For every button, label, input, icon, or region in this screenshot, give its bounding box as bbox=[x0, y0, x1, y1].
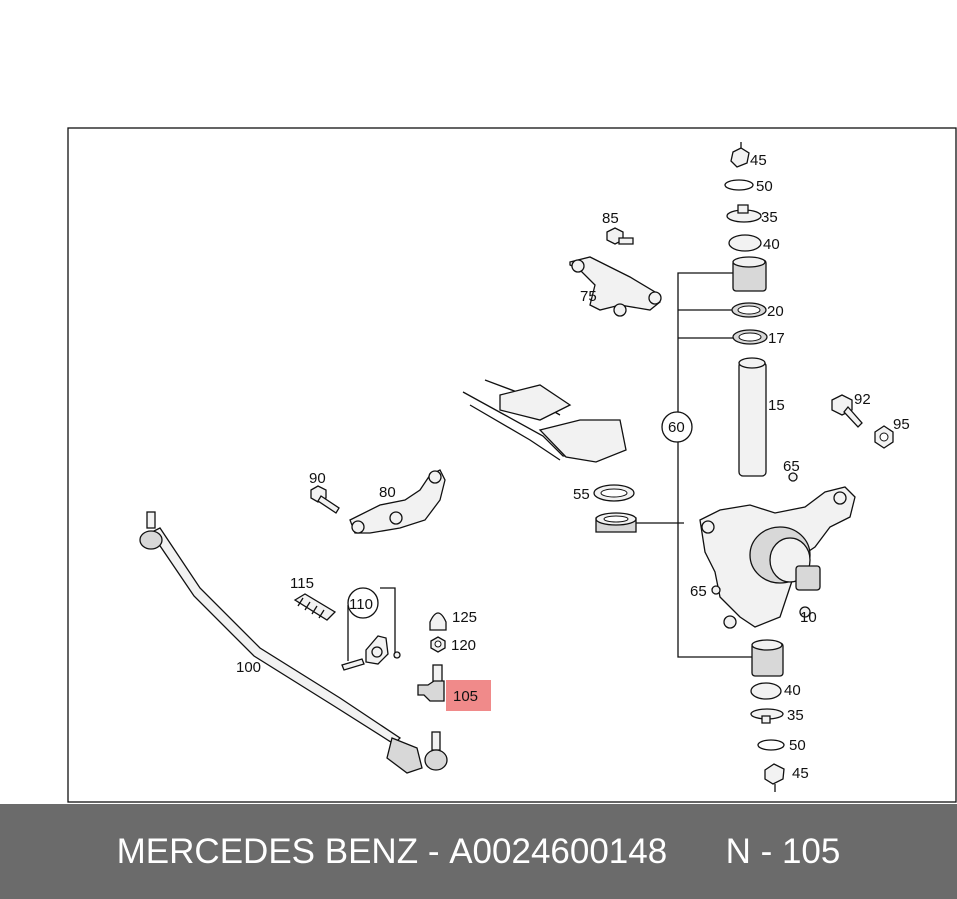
part-50-top-circlip bbox=[724, 179, 754, 191]
part-120-nut bbox=[430, 636, 446, 653]
part-100-tie-rod bbox=[139, 511, 448, 774]
part-95-nut bbox=[874, 425, 894, 449]
footer-spacer bbox=[667, 832, 725, 872]
part-85-bolt bbox=[606, 227, 634, 245]
label-50-bottom: 50 bbox=[789, 737, 806, 754]
label-15: 15 bbox=[768, 397, 785, 414]
label-17: 17 bbox=[768, 330, 785, 347]
label-85: 85 bbox=[602, 210, 619, 227]
label-65-top: 65 bbox=[783, 458, 800, 475]
part-20-thrust-ring bbox=[731, 302, 767, 318]
part-35-bottom-cap bbox=[750, 708, 784, 724]
label-115: 115 bbox=[290, 575, 314, 592]
footer-separator: - bbox=[418, 831, 450, 871]
label-40-bottom: 40 bbox=[784, 682, 801, 699]
label-55: 55 bbox=[573, 486, 590, 503]
label-75: 75 bbox=[580, 288, 597, 305]
diagram-frame bbox=[67, 127, 957, 803]
label-90: 90 bbox=[309, 470, 326, 487]
part-roller-bearing-bottom bbox=[751, 639, 784, 677]
part-35-top-cap bbox=[726, 204, 762, 223]
part-10-steering-knuckle bbox=[699, 486, 856, 629]
part-seal-lower bbox=[595, 512, 637, 533]
part-40-top-ring bbox=[728, 234, 762, 252]
label-50-top: 50 bbox=[756, 178, 773, 195]
parts-diagram: 45 50 35 40 20 17 15 60 65 92 95 55 65 1… bbox=[67, 127, 957, 803]
part-45-top-grease-nipple bbox=[730, 142, 750, 168]
footer-brand: MERCEDES BENZ bbox=[116, 831, 419, 871]
label-125: 125 bbox=[452, 609, 477, 626]
part-15-kingpin bbox=[738, 357, 767, 477]
footer-ref: N - 105 bbox=[725, 831, 841, 871]
callout-circle-110 bbox=[347, 587, 379, 619]
bracket-lines-60 bbox=[636, 272, 752, 658]
label-35-top: 35 bbox=[761, 209, 778, 226]
part-92-bolt bbox=[831, 394, 863, 428]
part-45-bottom-grease-nipple bbox=[764, 763, 785, 792]
label-105: 105 bbox=[453, 688, 478, 705]
label-20: 20 bbox=[767, 303, 784, 320]
label-95: 95 bbox=[893, 416, 910, 433]
part-125-dust-cap bbox=[429, 612, 447, 631]
label-100: 100 bbox=[236, 659, 261, 676]
label-60: 60 bbox=[668, 419, 685, 436]
footer-bar: MERCEDES BENZ - A0024600148 N - 105 bbox=[0, 804, 957, 899]
part-90-bolt bbox=[310, 485, 340, 514]
label-110: 110 bbox=[349, 596, 373, 613]
callout-circle-60 bbox=[661, 411, 693, 443]
label-10: 10 bbox=[800, 609, 817, 626]
part-50-bottom-circlip bbox=[757, 739, 785, 751]
part-65-bottom-plug bbox=[711, 585, 721, 595]
label-120: 120 bbox=[451, 637, 476, 654]
label-45-top: 45 bbox=[750, 152, 767, 169]
part-17-shim bbox=[732, 329, 768, 345]
part-75-steering-arm bbox=[569, 256, 662, 317]
part-115-sleeve bbox=[293, 593, 337, 621]
part-55-seal bbox=[593, 484, 635, 502]
footer-caption: MERCEDES BENZ - A0024600148 N - 105 bbox=[0, 804, 957, 899]
part-65-top-plug bbox=[788, 472, 798, 482]
label-80: 80 bbox=[379, 484, 396, 501]
part-105-ball-joint bbox=[417, 664, 445, 702]
part-80-steering-arm bbox=[349, 469, 446, 534]
label-65-bottom: 65 bbox=[690, 583, 707, 600]
label-45-bottom: 45 bbox=[792, 765, 809, 782]
frame-cross-member bbox=[462, 379, 627, 463]
footer-part-number: A0024600148 bbox=[449, 831, 668, 871]
part-110-clamp bbox=[341, 587, 401, 671]
label-92: 92 bbox=[854, 391, 871, 408]
label-35-bottom: 35 bbox=[787, 707, 804, 724]
part-roller-bearing-top bbox=[732, 256, 767, 292]
part-40-bottom-ring bbox=[750, 682, 782, 700]
label-40-top: 40 bbox=[763, 236, 780, 253]
highlight-105 bbox=[446, 680, 491, 711]
